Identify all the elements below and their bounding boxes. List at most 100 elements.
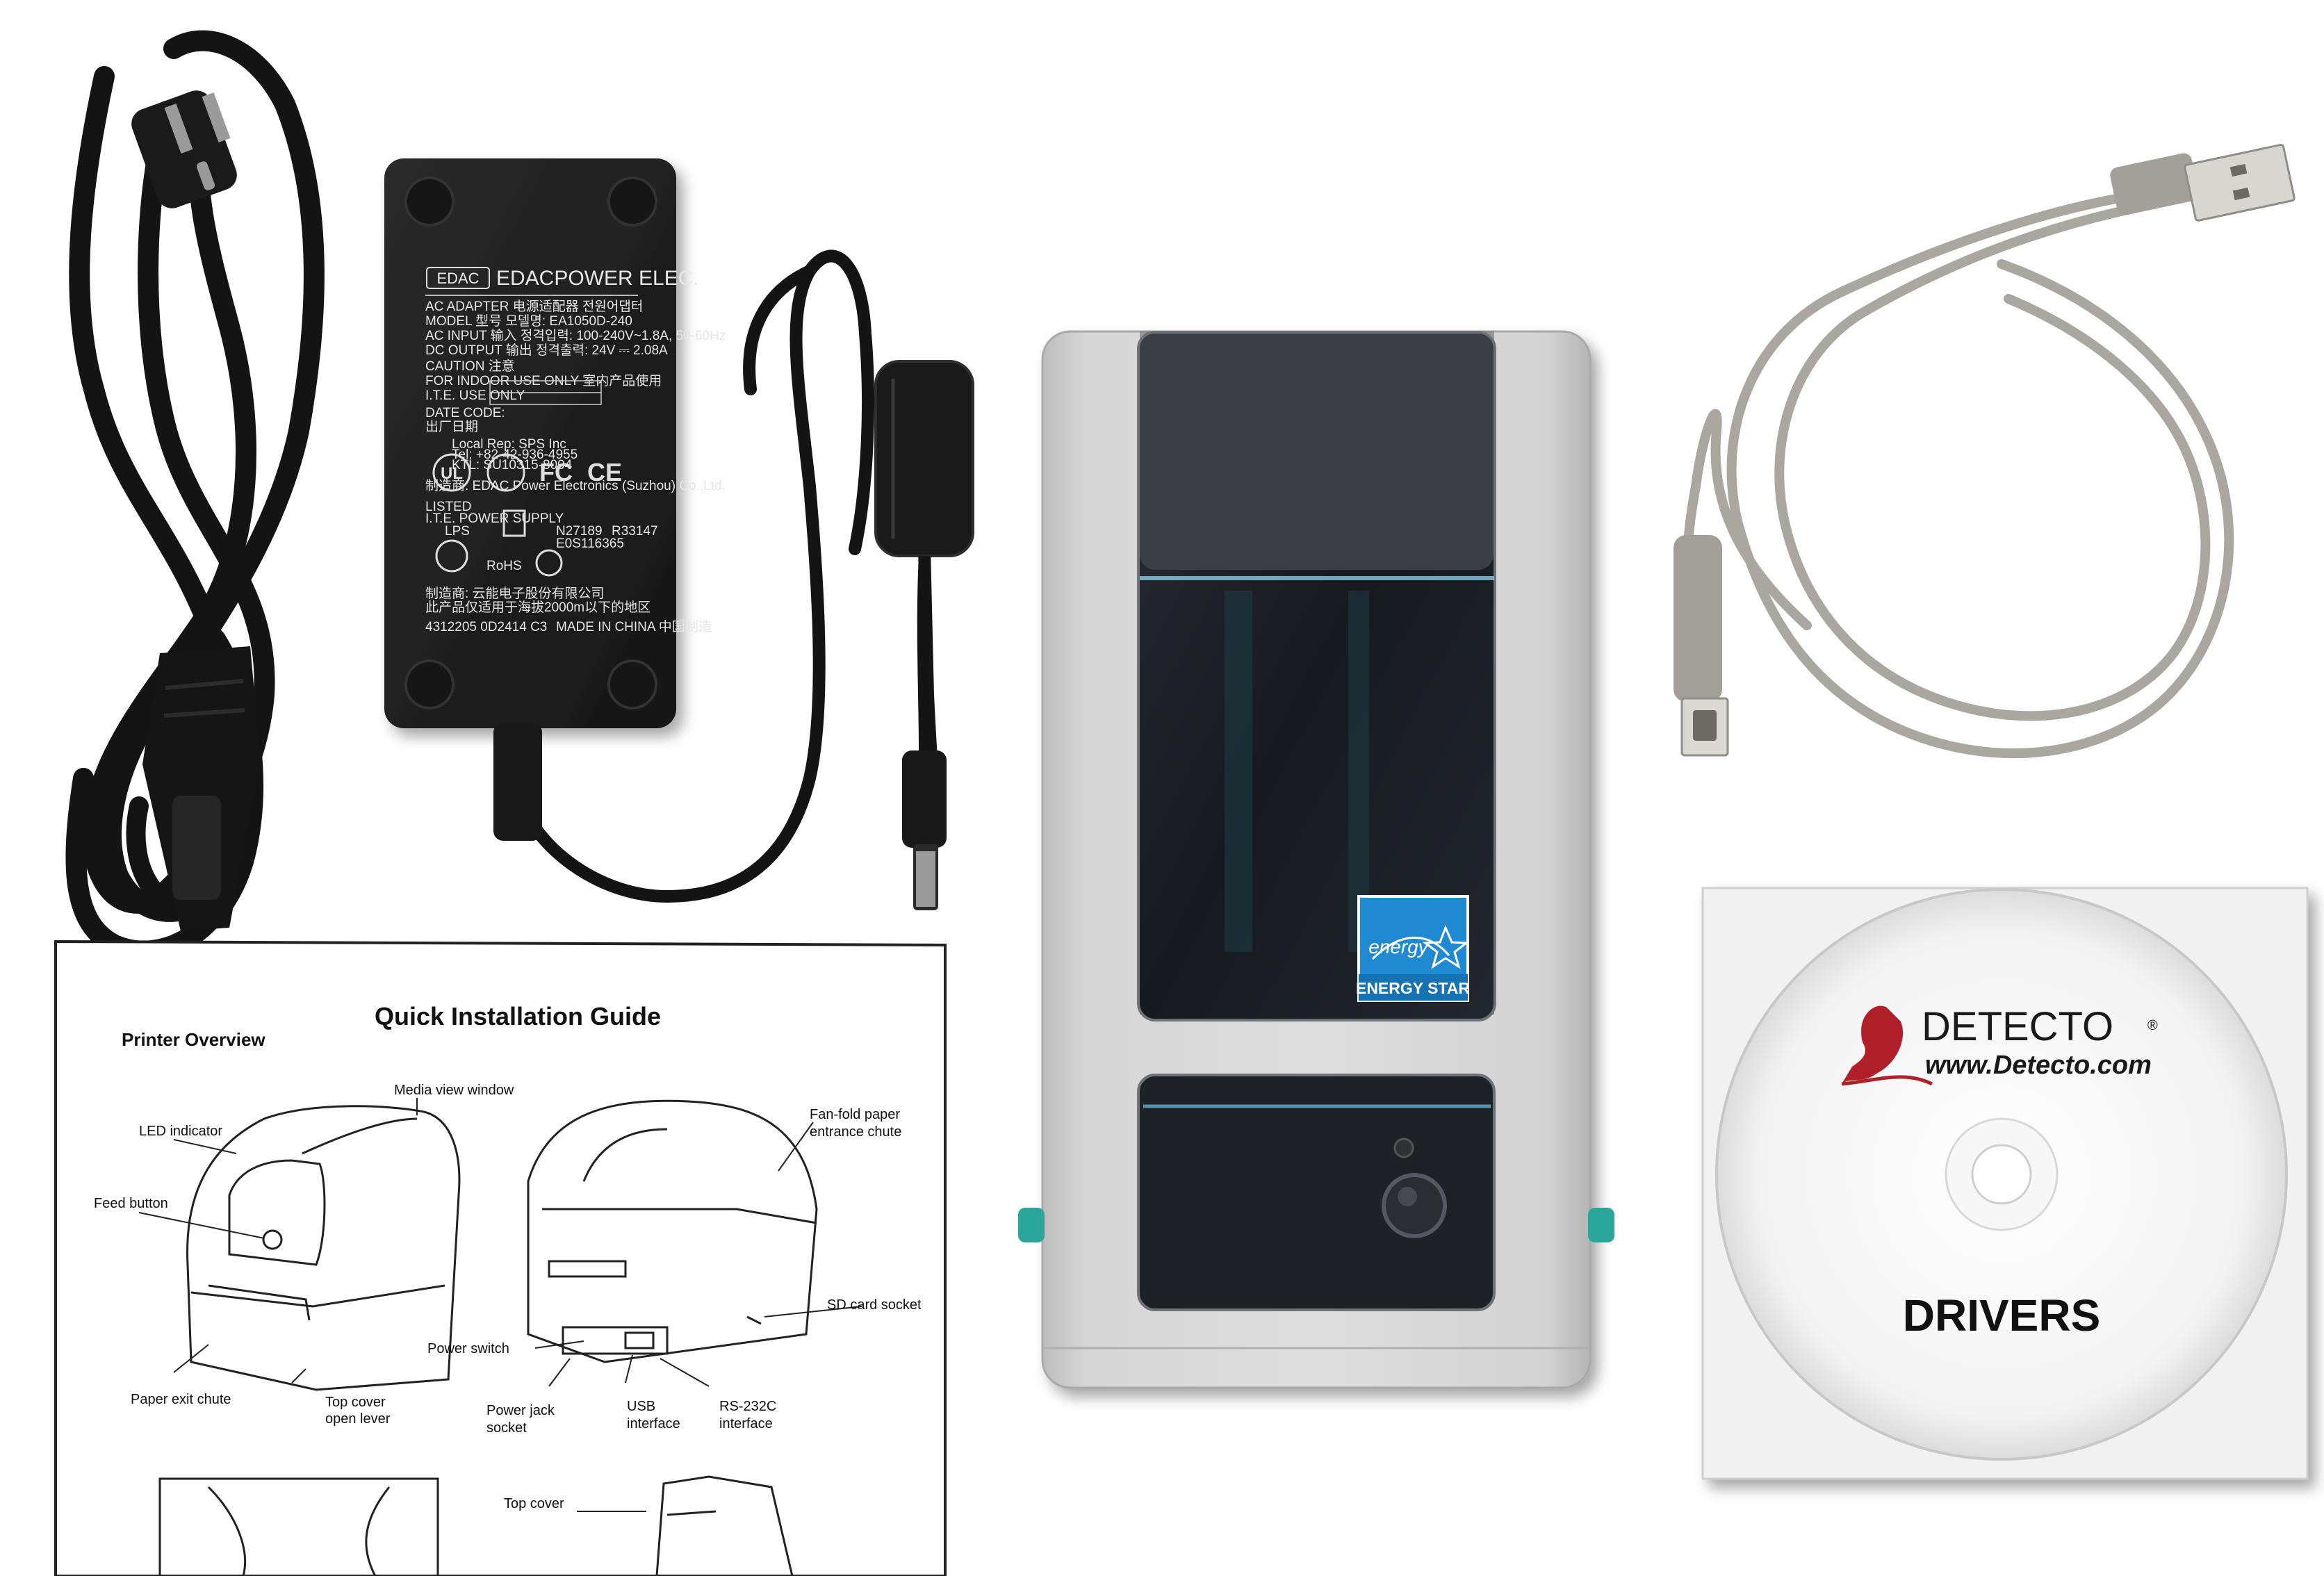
ce-mark-text: CE <box>587 458 622 486</box>
energy-star-script: energy <box>1368 936 1430 958</box>
guide-label-fan-fold-2: entrance chute <box>810 1124 901 1140</box>
ac-adapter <box>384 158 676 728</box>
guide-label-power-jack-1: Power jack <box>486 1403 555 1418</box>
guide-label-top-cover: Top cover <box>504 1496 564 1511</box>
guide-printer-front-drawing <box>186 1105 461 1391</box>
energy-star-badge: energy ENERGY STAR <box>1356 895 1470 1002</box>
guide-callout-lines <box>138 1098 862 1512</box>
printer-side-latch-left[interactable] <box>1018 1208 1045 1242</box>
power-cord <box>65 30 325 962</box>
detecto-cardinal-icon <box>1841 1005 1933 1086</box>
adapter-spec-line: E0S116365 <box>556 536 624 551</box>
guide-lower-drawing-right <box>655 1475 794 1576</box>
adapter-spec-line: LPS <box>445 524 470 539</box>
cd-label: DRIVERS <box>1903 1290 2101 1340</box>
ccc-mark-icon <box>435 539 468 573</box>
guide-label-paper-exit-chute: Paper exit chute <box>131 1392 231 1407</box>
cd-url: www.Detecto.com <box>1925 1051 2152 1080</box>
adapter-body <box>384 158 676 728</box>
adapter-spec-line: DATE CODE: <box>425 406 505 420</box>
power-cord-coil-outer <box>69 30 325 922</box>
energy-star-label: ENERGY STAR <box>1356 979 1470 997</box>
guide-title: Quick Installation Guide <box>375 1002 661 1031</box>
guide-label-top-cover-lever-2: open lever <box>325 1411 391 1427</box>
adapter-spec-line: Tel: +82-42-936-4955 <box>452 448 578 462</box>
printer-front: energy ENERGY STAR <box>1018 331 1614 1349</box>
adapter-spec-line: CAUTION 注意 <box>425 359 515 374</box>
adapter-spec-line: 出厂日期 <box>425 419 478 434</box>
cd-center-hole <box>1971 1144 2032 1205</box>
adapter-spec-line: 制造商: EDAC Power Electronics (Suzhou) Co.… <box>425 478 726 493</box>
adapter-brand-badge <box>426 267 490 289</box>
adapter-foot <box>404 659 455 709</box>
guide-label-sd-card-socket: SD card socket <box>827 1297 922 1313</box>
adapter-foot <box>607 177 657 227</box>
power-cord-coil-inner <box>82 101 275 914</box>
adapter-spec-line: 制造商: 云能电子股份有限公司 <box>425 586 605 601</box>
adapter-spec-line: MODEL 型号 모델명: EA1050D-240 <box>425 313 632 329</box>
fc-mark-text: FC <box>539 458 573 486</box>
led-indicator <box>1393 1138 1414 1158</box>
v-mark-icon <box>535 549 563 577</box>
cd-brand: DETECTO <box>1922 1004 2113 1049</box>
guide-label-top-cover-lever-1: Top cover <box>325 1395 386 1410</box>
adapter-spec-line: 4312205 0D2414 C3 <box>425 620 547 634</box>
adapter-brand: EDACPOWER ELEC. <box>496 267 699 290</box>
dc-cable-lower <box>917 555 930 751</box>
adapter-brand-badge-text: EDAC <box>436 270 479 287</box>
adapter-spec-line: Local Rep: SPS Inc <box>452 437 566 452</box>
guide-label-feed-button: Feed button <box>94 1196 168 1211</box>
printer-side-latch-right[interactable] <box>1588 1208 1614 1242</box>
printer-front-panel <box>1137 1074 1496 1311</box>
adapter-spec-line: AC INPUT 输入 정격입력: 100-240V~1.8A, 50-60Hz <box>425 328 726 343</box>
adapter-spec-line: LISTED <box>425 500 472 514</box>
adapter-label: EDAC EDACPOWER ELEC. AC ADAPTER 电源适配器 전원… <box>425 267 726 634</box>
guide-sheet <box>54 939 947 1576</box>
iec-connector <box>142 646 261 931</box>
adapter-date-grid <box>489 380 602 405</box>
guide-label-rs232-2: interface <box>719 1416 773 1431</box>
adapter-spec-line: KTL: SU10315-8004 <box>452 458 573 473</box>
quick-installation-guide: Quick Installation Guide Printer Overvie… <box>54 939 947 1576</box>
adapter-foot <box>607 659 657 709</box>
adapter-spec-line: I.T.E. USE ONLY <box>425 388 525 403</box>
plug-prong-left <box>164 104 193 154</box>
usb-cable-loop-inner <box>1774 204 2211 721</box>
usb-a-connector <box>2110 143 2296 222</box>
adapter-spec-line: RoHS <box>486 559 522 573</box>
adapter-spec-line: AC ADAPTER 电源适配器 전원어댑터 <box>425 299 643 314</box>
printer-window-top-band <box>1140 334 1494 570</box>
guide-label-power-switch: Power switch <box>427 1341 509 1356</box>
guide-label-led-indicator: LED indicator <box>139 1124 222 1139</box>
adapter-foot <box>404 177 455 227</box>
cd-brand-mark: ® <box>2147 1018 2158 1033</box>
usb-b-connector <box>1674 535 1729 757</box>
adapter-spec-line: DC OUTPUT 输出 정격출력: 24V ⎓ 2.08A <box>425 343 668 358</box>
usb-cable-loop-outer <box>1726 190 2234 759</box>
adapter-spec-line: 此产品仅适用于海拔2000m以下的地区 <box>425 600 650 615</box>
dc-cable-strain-relief <box>493 723 542 841</box>
guide-lower-drawing-left <box>158 1477 439 1576</box>
guide-label-usb-1: USB <box>627 1399 655 1414</box>
guide-section-title: Printer Overview <box>122 1029 265 1050</box>
dc-barrel-plug <box>902 750 947 910</box>
feed-button[interactable] <box>1382 1173 1447 1238</box>
guide-label-media-view-window: Media view window <box>394 1083 514 1098</box>
adapter-spec-line: N27189 <box>556 524 603 539</box>
plug-prong-right <box>202 92 231 142</box>
tuv-mark-icon <box>486 453 525 492</box>
guide-printer-rear-drawing <box>527 1099 818 1363</box>
guide-label-usb-2: interface <box>627 1416 680 1431</box>
ferrite-bead <box>874 360 974 557</box>
adapter-spec-line: R33147 <box>612 524 658 539</box>
plug-prong-ground <box>196 161 215 190</box>
drivers-cd: DETECTO ® www.Detecto.com DRIVERS <box>1715 888 2288 1461</box>
weee-bin-icon <box>502 509 526 537</box>
energy-star-icon <box>1422 925 1470 969</box>
adapter-spec-line: MADE IN CHINA 中国制造 <box>556 619 712 634</box>
adapter-certification-marks: UL FC CE <box>432 453 622 577</box>
us-plug <box>131 90 237 208</box>
ul-mark-icon <box>432 453 471 492</box>
adapter-spec-line: I.T.E. POWER SUPPLY <box>425 511 564 526</box>
